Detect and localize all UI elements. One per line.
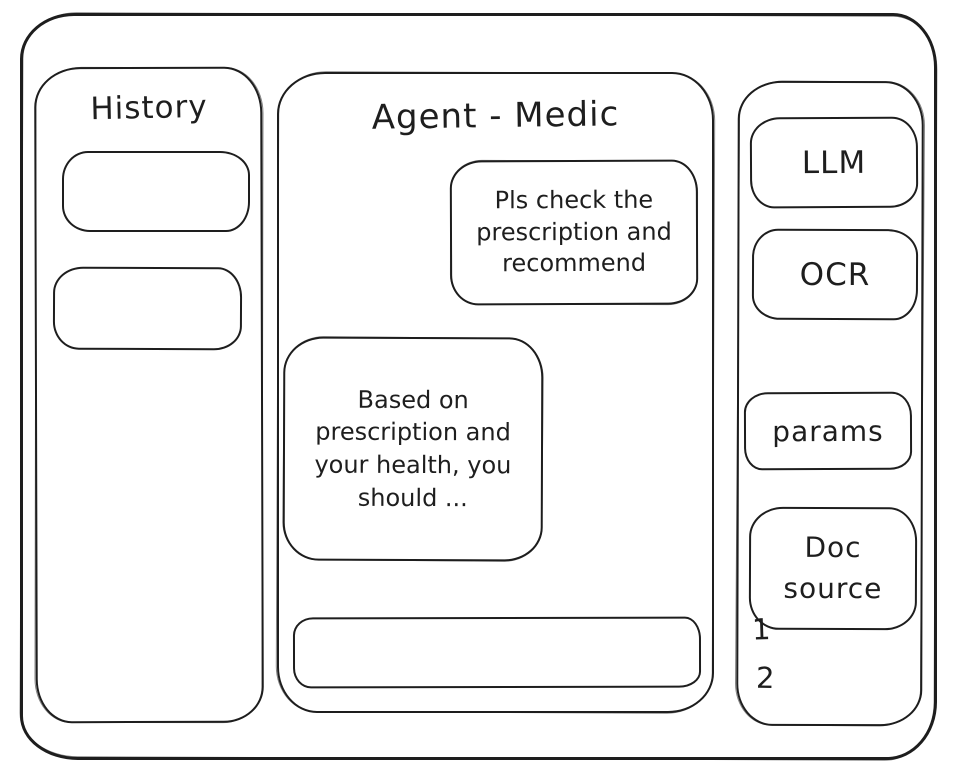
chat-title: Agent - Medic xyxy=(371,94,620,138)
ocr-button[interactable]: OCR xyxy=(751,228,919,321)
history-title: History xyxy=(89,88,209,128)
message-input[interactable] xyxy=(292,616,702,689)
doc-source-item[interactable]: 2 xyxy=(755,660,775,696)
user-message-bubble: Pls check the prescription and recommend xyxy=(449,159,699,306)
agent-message-bubble: Based on prescription and your health, y… xyxy=(282,336,544,562)
history-item[interactable] xyxy=(62,151,250,232)
doc-source-item[interactable]: 1 xyxy=(751,611,772,647)
params-button[interactable]: params xyxy=(743,391,913,471)
history-item[interactable] xyxy=(52,266,243,351)
llm-button[interactable]: LLM xyxy=(749,116,919,209)
